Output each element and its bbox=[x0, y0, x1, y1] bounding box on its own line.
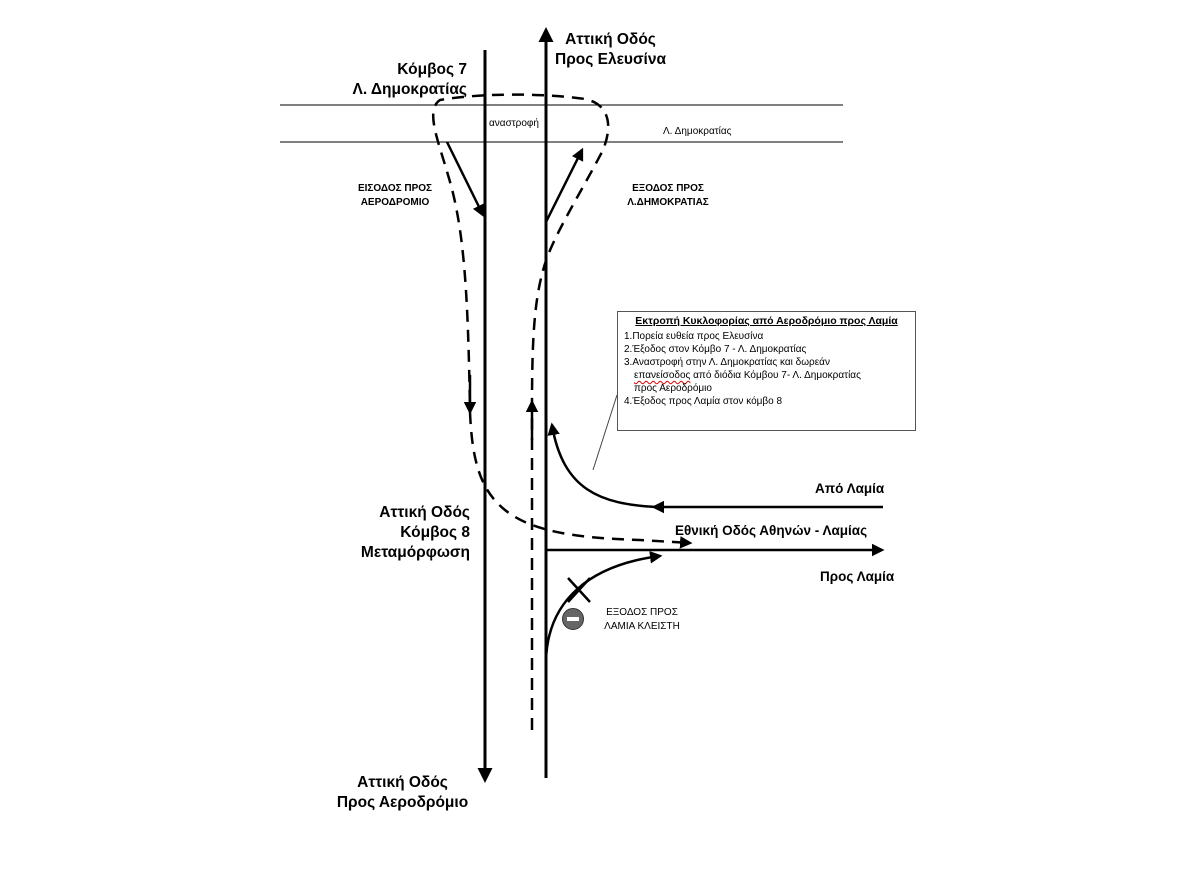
label-uturn: αναστροφή bbox=[489, 118, 539, 130]
note-item-1: 1.Πορεία ευθεία προς Ελευσίνα bbox=[624, 331, 764, 342]
label-node8: Αττική Οδός Κόμβος 8 Μεταμόρφωση bbox=[360, 504, 470, 561]
ramp-from-lamia bbox=[547, 422, 657, 509]
label-top-right: Αττική Οδός Προς Ελευσίνα bbox=[555, 31, 667, 68]
ramp-entrance-airport bbox=[445, 141, 485, 218]
ramp-exit-dimokratias bbox=[544, 147, 584, 223]
note-item-4: 4.Έξοδος προς Λαμία στον κόμβο 8 bbox=[624, 396, 783, 407]
label-to-lamia: Προς Λαμία bbox=[820, 569, 895, 584]
label-from-lamia: Από Λαμία bbox=[815, 481, 885, 496]
note-title: Εκτροπή Κυκλοφορίας από Αεροδρόμιο προς … bbox=[635, 315, 898, 327]
label-exit-lamia-closed: ΕΞΟΔΟΣ ΠΡΟΣ ΛΑΜΙΑ ΚΛΕΙΣΤΗ bbox=[604, 607, 680, 632]
label-exit-dimokratias: ΕΞΟΔΟΣ ΠΡΟΣ Λ.ΔΗΜΟΚΡΑΤΙΑΣ bbox=[627, 183, 709, 208]
note-item-3: 3.Αναστροφή στην Λ. Δημοκρατίας και δωρε… bbox=[624, 357, 830, 368]
label-entrance-airport: ΕΙΣΟΔΟΣ ΠΡΟΣ ΑΕΡΟΔΡΟΜΙΟ bbox=[357, 183, 433, 208]
closed-x-mark bbox=[567, 577, 591, 603]
label-node7: Κόμβος 7 Λ. Δημοκρατίας bbox=[352, 61, 467, 98]
label-national-road: Εθνική Οδός Αθηνών - Λαμίας bbox=[675, 523, 868, 538]
label-avenue: Λ. Δημοκρατίας bbox=[663, 126, 732, 137]
note-item-3-cont: επανείσοδος από διόδια Κόμβου 7- Λ. Δημο… bbox=[634, 370, 861, 381]
note-item-2: 2.Έξοδος στον Κόμβο 7 - Λ. Δημοκρατίας bbox=[624, 344, 807, 355]
label-bottom: Αττική Οδός Προς Αεροδρόμιο bbox=[336, 774, 469, 811]
diversion-route bbox=[431, 93, 610, 730]
diversion-note: Εκτροπή Κυκλοφορίας από Αεροδρόμιο προς … bbox=[617, 311, 916, 431]
diversion-route-node8 bbox=[468, 411, 693, 549]
callout-line bbox=[592, 394, 618, 471]
no-entry-icon bbox=[562, 608, 584, 630]
note-item-3-end: προς Αεροδρόμιο bbox=[634, 383, 712, 394]
